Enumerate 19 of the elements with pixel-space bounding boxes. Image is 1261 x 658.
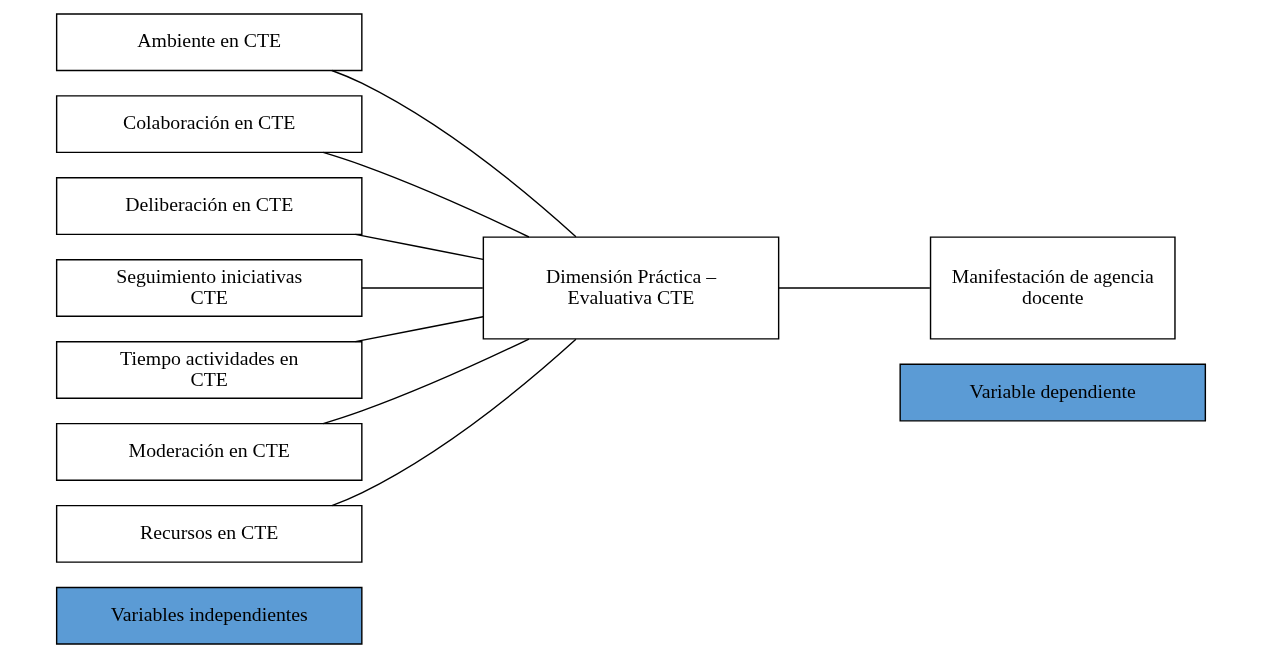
connector <box>360 287 483 289</box>
node-box: Dimensión Práctica – Evaluativa CTE <box>482 236 779 340</box>
node-box: Recursos en CTE <box>55 504 363 563</box>
node-box: Variable dependiente <box>898 363 1206 422</box>
node-box: Ambiente en CTE <box>55 13 363 72</box>
node-box: Manifestación de agencia docente <box>929 236 1176 340</box>
connector <box>330 69 577 238</box>
node-box: Moderación en CTE <box>55 422 363 481</box>
node-box: Seguimiento iniciativas CTE <box>55 259 363 317</box>
connector <box>330 338 577 507</box>
connector <box>777 287 931 289</box>
node-box: Deliberación en CTE <box>55 177 363 236</box>
connector <box>321 338 530 425</box>
connector <box>354 316 484 343</box>
node-box: Variables independientes <box>55 586 363 645</box>
connector <box>354 233 484 261</box>
connector <box>321 151 530 238</box>
node-box: Tiempo actividades en CTE <box>55 341 363 399</box>
node-box: Colaboración en CTE <box>55 95 363 154</box>
